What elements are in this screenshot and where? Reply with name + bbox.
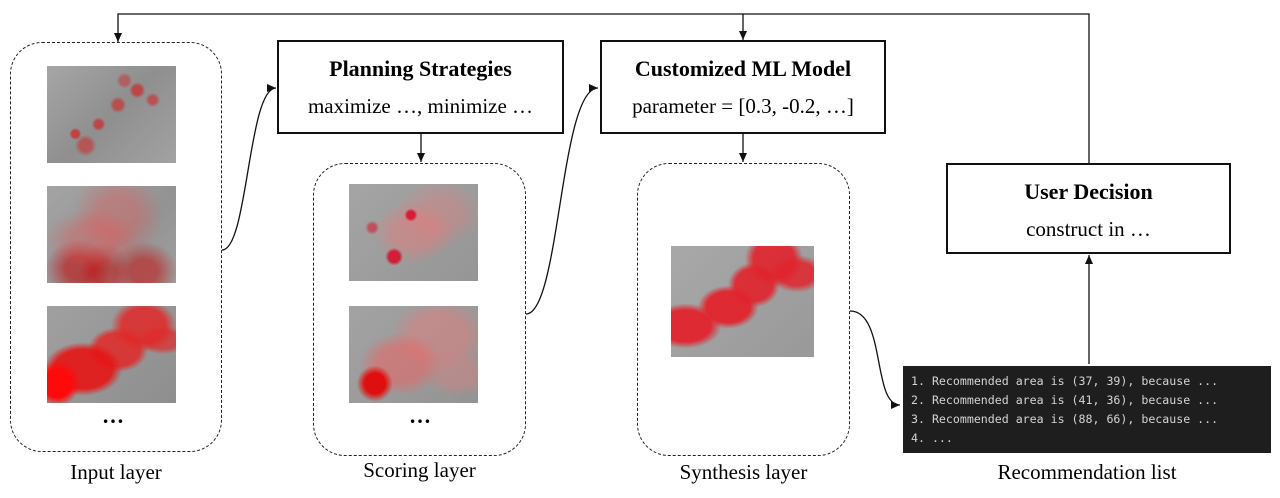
synthesis-heatmap — [671, 246, 814, 357]
ml-model-title: Customized ML Model — [634, 56, 852, 81]
scoring-layer-ellipsis: … — [409, 403, 432, 428]
recommendation-list-caption: Recommendation list — [997, 460, 1177, 484]
input-layer-ellipsis: … — [102, 403, 125, 428]
scoring-heatmap-1 — [349, 184, 478, 281]
synthesis-to-list-arrow — [849, 310, 901, 409]
user-decision-title: User Decision — [1024, 179, 1153, 204]
scoring-layer-panel — [313, 163, 526, 456]
scoring-heatmap-2 — [349, 306, 478, 403]
input-heatmap-2 — [47, 186, 176, 283]
planning-strategies-body: maximize …, minimize … — [307, 94, 534, 118]
user-decision-body: construct in … — [1026, 217, 1151, 241]
input-layer-panel — [10, 42, 222, 452]
input-heatmap-3 — [47, 306, 176, 403]
recommendation-line-2: 2. Recommended area is (41, 36), because… — [911, 393, 1219, 407]
planning-strategies-title: Planning Strategies — [329, 56, 512, 81]
input-heatmap-1 — [47, 66, 176, 163]
user-decision-box: User Decision construct in … — [946, 163, 1231, 254]
input-to-planning-arrow — [221, 84, 277, 251]
scoring-to-model-arrow — [525, 84, 599, 315]
recommendation-line-1: 1. Recommended area is (37, 39), because… — [911, 374, 1219, 388]
synthesis-layer-panel — [637, 163, 850, 456]
feedback-line — [114, 13, 1090, 163]
recommendation-line-4: 4. ... — [911, 431, 953, 445]
recommendation-terminal: 1. Recommended area is (37, 39), because… — [903, 366, 1271, 453]
planning-strategies-box: Planning Strategies maximize …, minimize… — [277, 40, 564, 134]
ml-model-box: Customized ML Model parameter = [0.3, -0… — [600, 40, 886, 134]
ml-model-body: parameter = [0.3, -0.2, …] — [632, 94, 854, 118]
input-layer-caption: Input layer — [70, 460, 162, 484]
recommendation-line-3: 3. Recommended area is (88, 66), because… — [911, 412, 1219, 426]
synthesis-layer-caption: Synthesis layer — [679, 460, 808, 484]
scoring-layer-caption: Scoring layer — [363, 458, 476, 482]
